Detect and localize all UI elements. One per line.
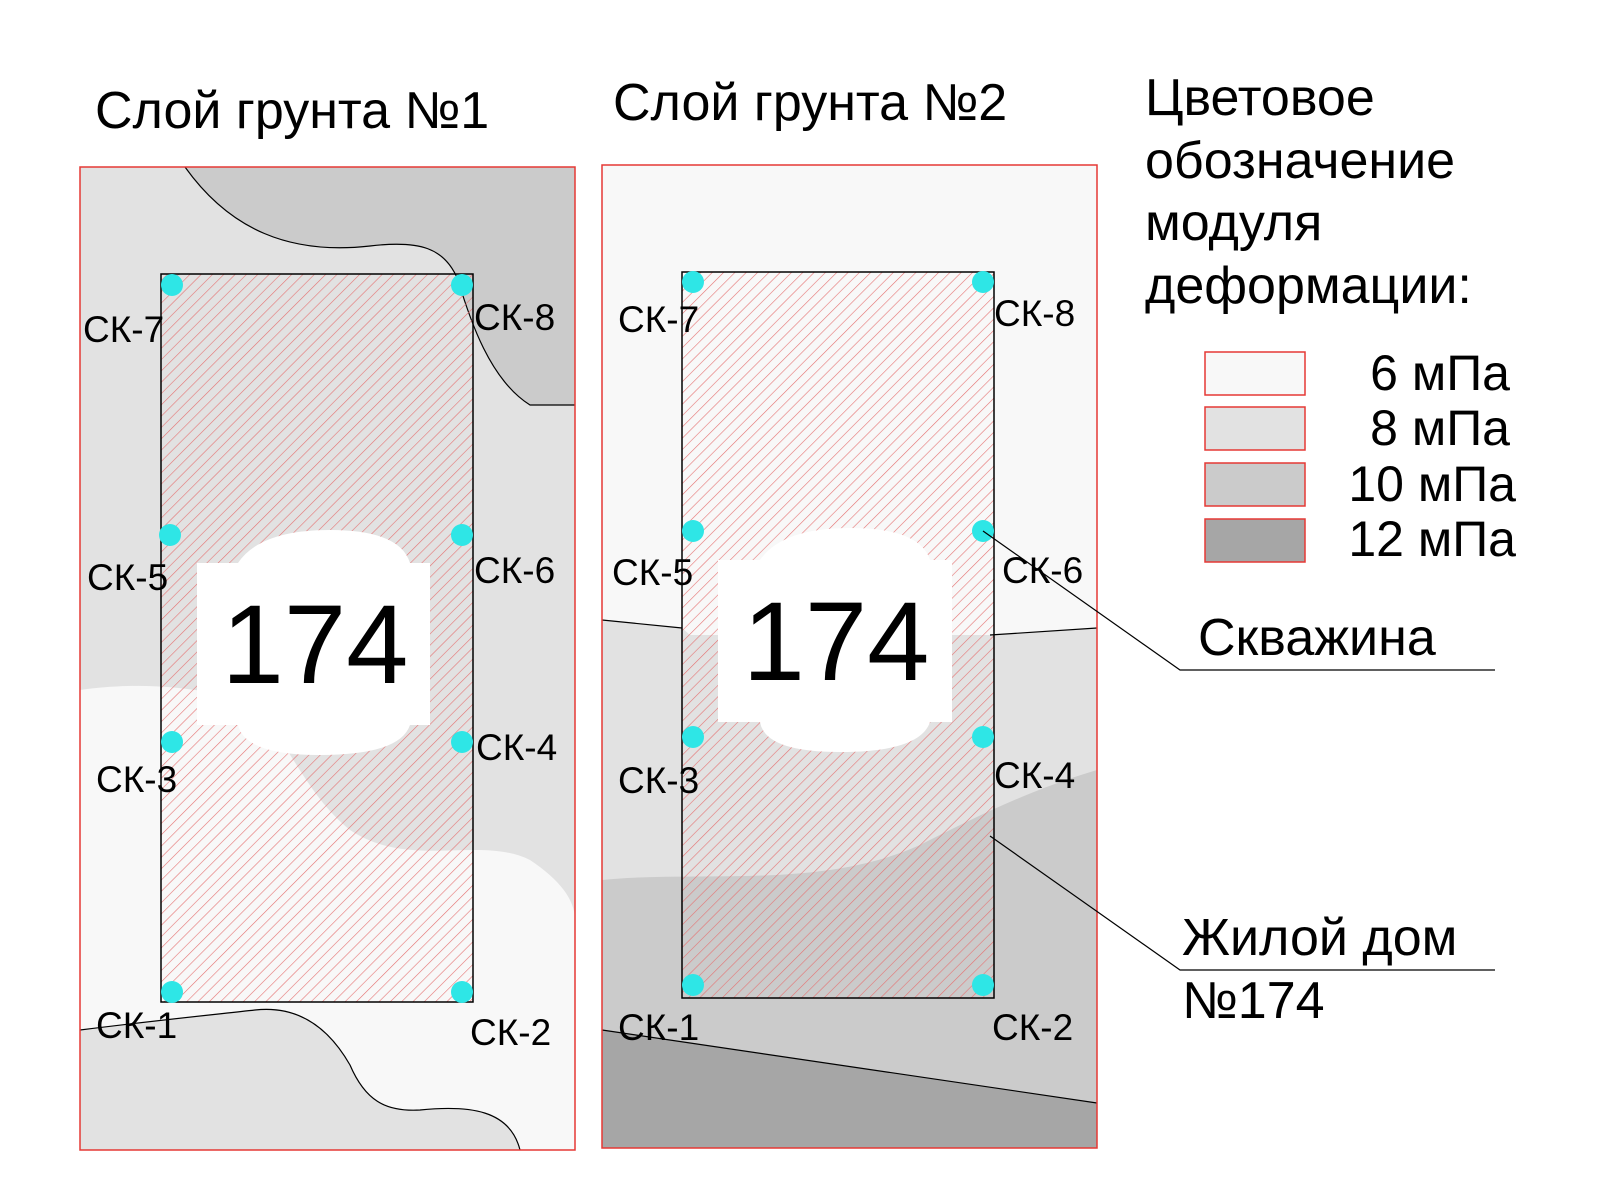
well-marker [972, 974, 994, 996]
well-callout-label: Скважина [1198, 609, 1436, 667]
boundary-line [184, 167, 575, 406]
well-label: СК-8 [474, 297, 555, 338]
well-marker [161, 981, 183, 1003]
well-label: СК-3 [618, 760, 699, 801]
legend-title-line: Цветовое [1145, 69, 1375, 127]
well-marker [451, 274, 473, 296]
legend-swatch [1204, 351, 1306, 396]
wells: СК-7 СК-8 СК-5 СК-6 СК-3 СК-4 СК-1 СК-2 [612, 271, 1083, 1048]
panel-layer-2: Слой грунта №2 174 СК-7 СК-8 [601, 74, 1098, 1149]
well-marker [682, 726, 704, 748]
well-marker [451, 524, 473, 546]
well-marker [451, 981, 473, 1003]
zone-8mpa-lower [80, 1009, 520, 1150]
panel-layer-1: Слой грунта №1 174 СК-7 СК-8 С [79, 82, 576, 1151]
well-marker [161, 274, 183, 296]
well-label: СК-4 [476, 727, 557, 768]
well-marker [972, 271, 994, 293]
legend-label: 12 мПа [1348, 511, 1516, 567]
well-label: СК-1 [96, 1005, 177, 1046]
well-marker [682, 974, 704, 996]
panel-frame [79, 166, 576, 1151]
zone-10mpa [185, 167, 575, 405]
building-number: 174 [743, 579, 930, 704]
well-marker [451, 731, 473, 753]
boundary-line [602, 619, 683, 629]
legend-title-line: обозначение [1145, 132, 1455, 190]
well-label: СК-5 [87, 557, 168, 598]
legend-label: 8 мПа [1370, 400, 1510, 456]
well-label: СК-3 [96, 759, 177, 800]
boundary-line [989, 627, 1097, 636]
well-label: СК-6 [474, 550, 555, 591]
well-marker [972, 726, 994, 748]
well-marker [682, 520, 704, 542]
well-label: СК-6 [1002, 550, 1083, 591]
well-label: СК-2 [992, 1007, 1073, 1048]
well-label: СК-5 [612, 552, 693, 593]
boundary-line [602, 1029, 1097, 1104]
well-marker [682, 271, 704, 293]
panel-title: Слой грунта №2 [613, 74, 1007, 132]
panel-frame [601, 164, 1098, 1149]
zone-12mpa [602, 1030, 1097, 1148]
building-callout-line-2: №174 [1182, 972, 1325, 1030]
well-marker [161, 731, 183, 753]
legend-swatch [1204, 518, 1306, 563]
callouts: Скважина Жилой дом №174 [982, 530, 1495, 1030]
legend-swatch [1204, 406, 1306, 451]
well-label: СК-7 [618, 299, 699, 340]
well-label: СК-1 [618, 1007, 699, 1048]
building-footprint: 174 [681, 271, 995, 999]
legend-swatch [1204, 462, 1306, 507]
building-leader-line [989, 835, 1495, 971]
building-callout-line-1: Жилой дом [1182, 909, 1457, 967]
well-label: СК-4 [994, 755, 1075, 796]
building-footprint: 174 [160, 273, 474, 1003]
legend-label: 6 мПа [1370, 345, 1510, 401]
wells: СК-7 СК-8 СК-5 СК-6 СК-3 СК-4 СК-1 СК-2 [83, 274, 557, 1053]
legend-title-line: модуля [1145, 194, 1322, 252]
building-number: 174 [222, 582, 409, 707]
building-number-plate [718, 528, 952, 752]
boundary-line [80, 1008, 521, 1150]
well-marker [159, 524, 181, 546]
building-number-plate [197, 530, 430, 755]
well-label: СК-8 [994, 293, 1075, 334]
legend: Цветовое обозначение модуля деформации: … [1145, 69, 1516, 567]
well-leader-line [982, 530, 1495, 671]
well-label: СК-7 [83, 309, 164, 350]
legend-label: 10 мПа [1348, 456, 1516, 512]
legend-title-line: деформации: [1145, 257, 1472, 315]
well-label: СК-2 [470, 1012, 551, 1053]
panel-title: Слой грунта №1 [95, 82, 489, 140]
